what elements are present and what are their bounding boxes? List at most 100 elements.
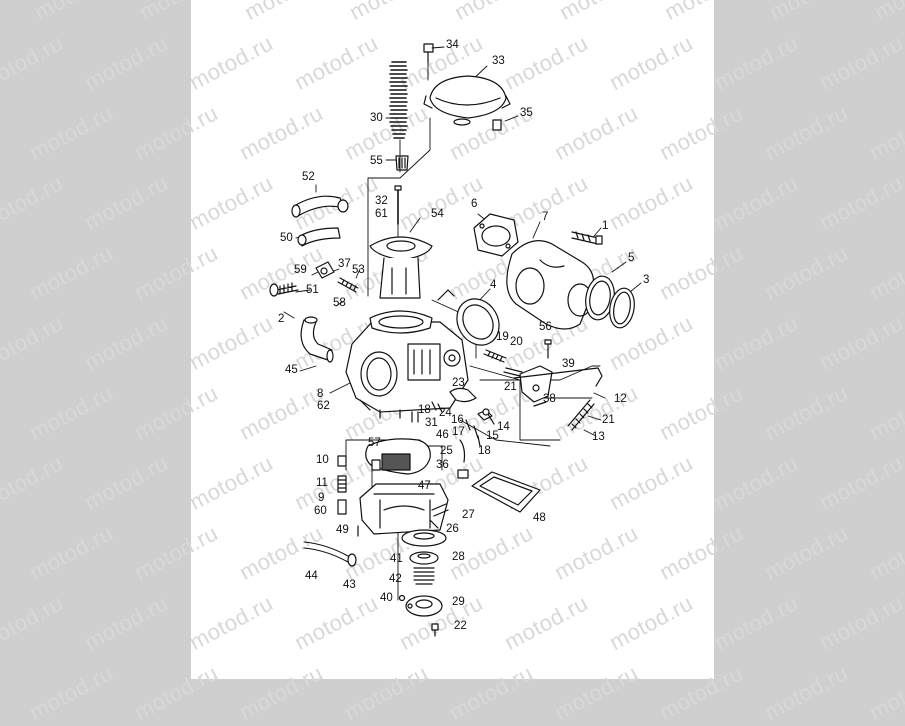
- callout-41: 41: [390, 553, 403, 565]
- callout-10: 10: [316, 454, 329, 466]
- manifold-7: [506, 240, 595, 330]
- callout-33: 33: [492, 55, 505, 67]
- callout-29: 29: [452, 596, 465, 608]
- callout-34: 34: [446, 39, 459, 51]
- callout-21a: 21: [504, 381, 517, 393]
- clip-43: [347, 553, 357, 567]
- callout-61: 61: [375, 208, 388, 220]
- callout-44: 44: [305, 570, 318, 582]
- callout-26: 26: [446, 523, 459, 535]
- callout-54: 54: [431, 208, 444, 220]
- assembly-lines: [345, 61, 601, 601]
- callout-43: 43: [343, 579, 356, 591]
- callout-46: 46: [436, 429, 449, 441]
- spring-42: [413, 567, 435, 585]
- jet-11: [337, 475, 347, 493]
- hose-44: [303, 541, 349, 563]
- rod-12: [513, 367, 603, 387]
- callout-18b: 18: [478, 445, 491, 457]
- diaphragm-41: [409, 551, 439, 565]
- callout-20: 20: [510, 336, 523, 348]
- fitting-59: [315, 261, 335, 279]
- fitting-45: [300, 316, 334, 363]
- needle-holder-55: [395, 155, 409, 171]
- callout-19: 19: [496, 331, 509, 343]
- callout-6: 6: [471, 198, 478, 210]
- gasket-6: [473, 213, 519, 257]
- callout-23: 23: [452, 377, 465, 389]
- callout-37: 37: [338, 258, 351, 270]
- gasket-48: [471, 471, 541, 513]
- callout-15: 15: [486, 430, 499, 442]
- carburetor-body-8: [345, 289, 469, 419]
- small-screws: [477, 408, 495, 447]
- screw-38: [533, 401, 547, 407]
- callout-5: 5: [628, 252, 635, 264]
- screw-31: [411, 411, 419, 423]
- callout-25: 25: [440, 445, 453, 457]
- callout-32: 32: [375, 195, 388, 207]
- screw-40: [398, 594, 406, 602]
- screw-35: [492, 119, 502, 131]
- jet-9: [337, 499, 347, 515]
- ring-3: [609, 287, 635, 329]
- screw-56: [544, 339, 552, 359]
- callout-38: 38: [543, 393, 556, 405]
- callout-11: 11: [316, 477, 328, 489]
- callout-28: 28: [452, 551, 465, 563]
- tube-25: [459, 439, 466, 463]
- callout-36: 36: [436, 459, 449, 471]
- callout-35: 35: [520, 107, 533, 119]
- screw-19: [483, 349, 507, 363]
- callout-48: 48: [533, 512, 546, 524]
- screw-37: [337, 277, 359, 293]
- callout-18a: 18: [418, 404, 431, 416]
- callout-59: 59: [294, 264, 307, 276]
- needle-32: [394, 185, 402, 225]
- callout-57: 57: [368, 437, 381, 449]
- callout-24: 24: [439, 407, 452, 419]
- hose-52: [291, 195, 349, 218]
- callout-7: 7: [542, 211, 549, 223]
- float-bowl-47: [359, 483, 449, 535]
- callout-3: 3: [643, 274, 650, 286]
- callout-12: 12: [614, 393, 627, 405]
- callout-8: 8: [317, 388, 324, 400]
- jet-10: [337, 455, 347, 467]
- callout-27: 27: [462, 509, 475, 521]
- callout-30: 30: [370, 112, 383, 124]
- callout-4: 4: [490, 279, 497, 291]
- callout-55: 55: [370, 155, 383, 167]
- callout-17: 17: [452, 426, 465, 438]
- callout-39: 39: [562, 358, 575, 370]
- screws-26-27: [429, 503, 449, 529]
- screw-20: [503, 367, 523, 377]
- top-cover-33: [423, 75, 511, 126]
- callout-22: 22: [454, 620, 467, 632]
- callout-9: 9: [318, 492, 325, 504]
- callout-31: 31: [425, 417, 438, 429]
- callout-42: 42: [389, 573, 402, 585]
- callout-16: 16: [451, 414, 464, 426]
- callout-49: 49: [336, 524, 349, 536]
- callout-2: 2: [278, 313, 285, 325]
- callout-60: 60: [314, 505, 327, 517]
- callout-62: 62: [317, 400, 330, 412]
- diaphragm-54: [369, 236, 433, 299]
- callout-53: 53: [352, 264, 365, 276]
- spring-51: [269, 282, 299, 297]
- fitting-36: [457, 469, 469, 479]
- hose-50: [297, 227, 341, 247]
- callout-21b: 21: [602, 414, 615, 426]
- screw-34: [423, 43, 434, 63]
- spring-30: [389, 61, 408, 139]
- cover-29: [405, 595, 443, 617]
- callout-58: 58: [333, 297, 346, 309]
- carburetor-exploded-diagram: [269, 43, 642, 637]
- callout-1: 1: [602, 220, 609, 232]
- callout-14: 14: [497, 421, 510, 433]
- float-57: [365, 438, 431, 475]
- diaphragm-28: [401, 529, 447, 547]
- callout-50: 50: [280, 232, 293, 244]
- callout-51: 51: [306, 284, 319, 296]
